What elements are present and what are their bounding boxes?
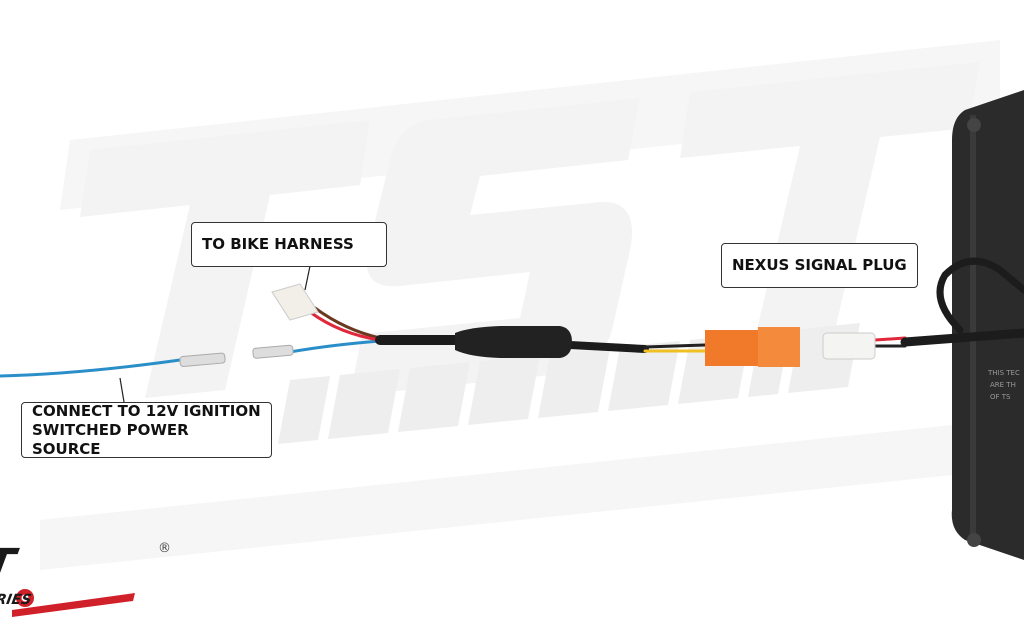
bike-harness-connector [271,283,319,321]
label-text-line1: CONNECT TO 12V IGNITION [32,401,261,420]
label-nexus-signal-plug: NEXUS SIGNAL PLUG [721,243,918,288]
label-to-bike-harness: TO BIKE HARNESS [191,222,387,267]
wiring [0,257,1024,378]
svg-text:THIS TEC: THIS TEC [987,369,1020,377]
svg-text:ARE TH: ARE TH [990,381,1016,389]
leader-line-power [119,377,125,403]
light-housing: THIS TEC ARE TH OF TS [951,90,1024,560]
spade-terminals [179,344,294,367]
label-text-line2: SWITCHED POWER SOURCE [32,420,189,458]
blue-wire [288,339,382,354]
logo-tst: TST [0,540,22,591]
white-connector [822,332,876,360]
leader-line-bike-harness [304,265,311,291]
label-text: TO BIKE HARNESS [202,235,354,253]
svg-text:OF TS: OF TS [990,393,1011,401]
blue-wire-left [0,358,182,378]
inline-module [455,326,572,358]
label-text: NEXUS SIGNAL PLUG [732,256,907,274]
logo-registered-mark: ® [158,541,171,556]
nexus-signal-plug-connector [705,327,800,367]
label-power-source: CONNECT TO 12V IGNITION SWITCHED POWER S… [21,402,272,458]
watermark [40,40,1000,570]
logo-industries: INDUSTRIES [0,592,33,608]
